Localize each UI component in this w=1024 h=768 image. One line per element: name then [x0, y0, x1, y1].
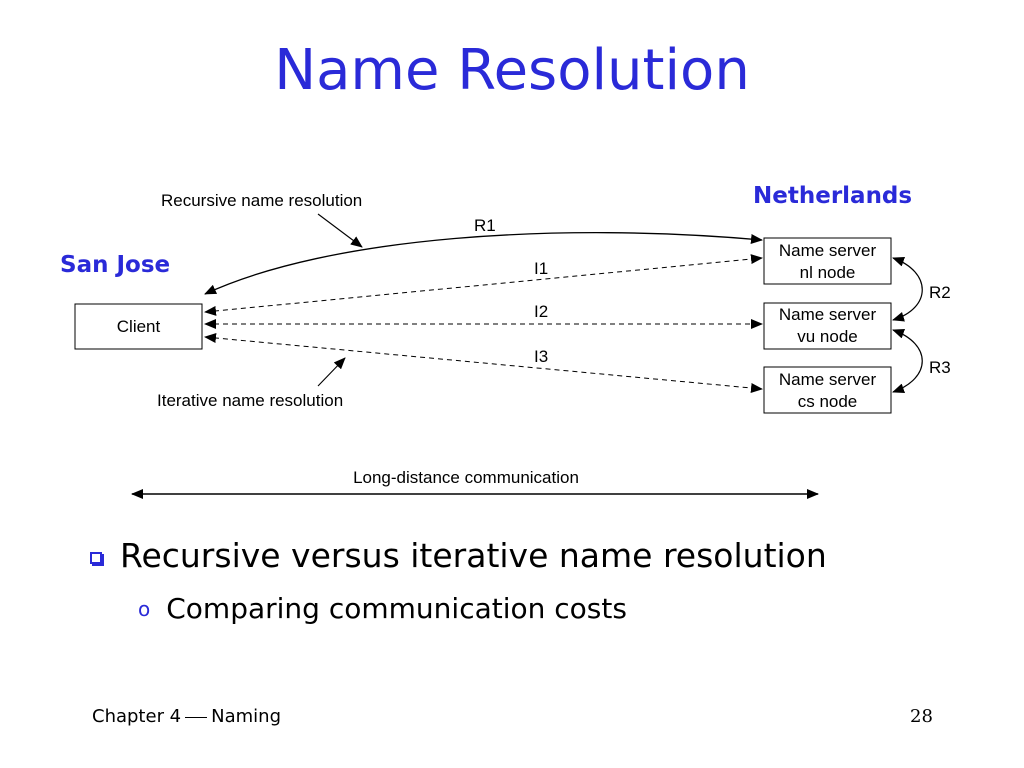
label-r2: R2 — [929, 283, 951, 302]
server-nl-line1: Name server — [779, 241, 877, 260]
place-label-san-jose: San Jose — [60, 252, 170, 278]
server-nl-line2: nl node — [800, 263, 856, 282]
recursive-pointer-arrow — [317, 213, 363, 248]
label-r1: R1 — [474, 216, 496, 235]
footer-topic: Naming — [211, 706, 282, 727]
client-node: Client — [74, 303, 203, 350]
iterative-pointer-arrow — [317, 357, 346, 387]
name-server-cs-node: Name server cs node — [763, 366, 892, 414]
server-vu-line2: vu node — [797, 327, 858, 346]
page-number: 28 — [910, 706, 933, 727]
bullet-text-1: Recursive versus iterative name resoluti… — [120, 536, 827, 575]
footer-em-dash — [185, 716, 208, 718]
label-i2: I2 — [534, 302, 548, 321]
annotation-iterative: Iterative name resolution — [157, 391, 343, 410]
annotation-long-distance: Long-distance communication — [353, 468, 579, 487]
i1-dashed-line — [204, 254, 763, 316]
label-r3: R3 — [929, 358, 951, 377]
server-cs-line2: cs node — [798, 392, 858, 411]
bullet-item-2: o Comparing communication costs — [138, 592, 627, 625]
place-label-netherlands: Netherlands — [753, 183, 912, 209]
bullet-item-1: Recursive versus iterative name resoluti… — [90, 536, 827, 575]
name-server-nl-node: Name server nl node — [763, 237, 892, 285]
r2-curve — [892, 257, 923, 322]
footer-chapter: Chapter 4 Naming — [92, 706, 281, 727]
sub-bullet-marker: o — [138, 596, 151, 621]
server-vu-line1: Name server — [779, 305, 877, 324]
i3-dashed-line — [204, 333, 763, 393]
r3-curve — [892, 329, 923, 393]
square-bullet-icon — [90, 551, 102, 564]
label-i1: I1 — [534, 259, 548, 278]
annotation-recursive: Recursive name resolution — [161, 191, 362, 210]
slide-title: Name Resolution — [274, 38, 750, 103]
client-label: Client — [117, 317, 161, 336]
footer-chapter-label: Chapter 4 — [92, 706, 182, 727]
label-i3: I3 — [534, 347, 548, 366]
server-cs-line1: Name server — [779, 370, 877, 389]
bullet-text-2: Comparing communication costs — [166, 592, 627, 625]
name-server-vu-node: Name server vu node — [763, 302, 892, 350]
